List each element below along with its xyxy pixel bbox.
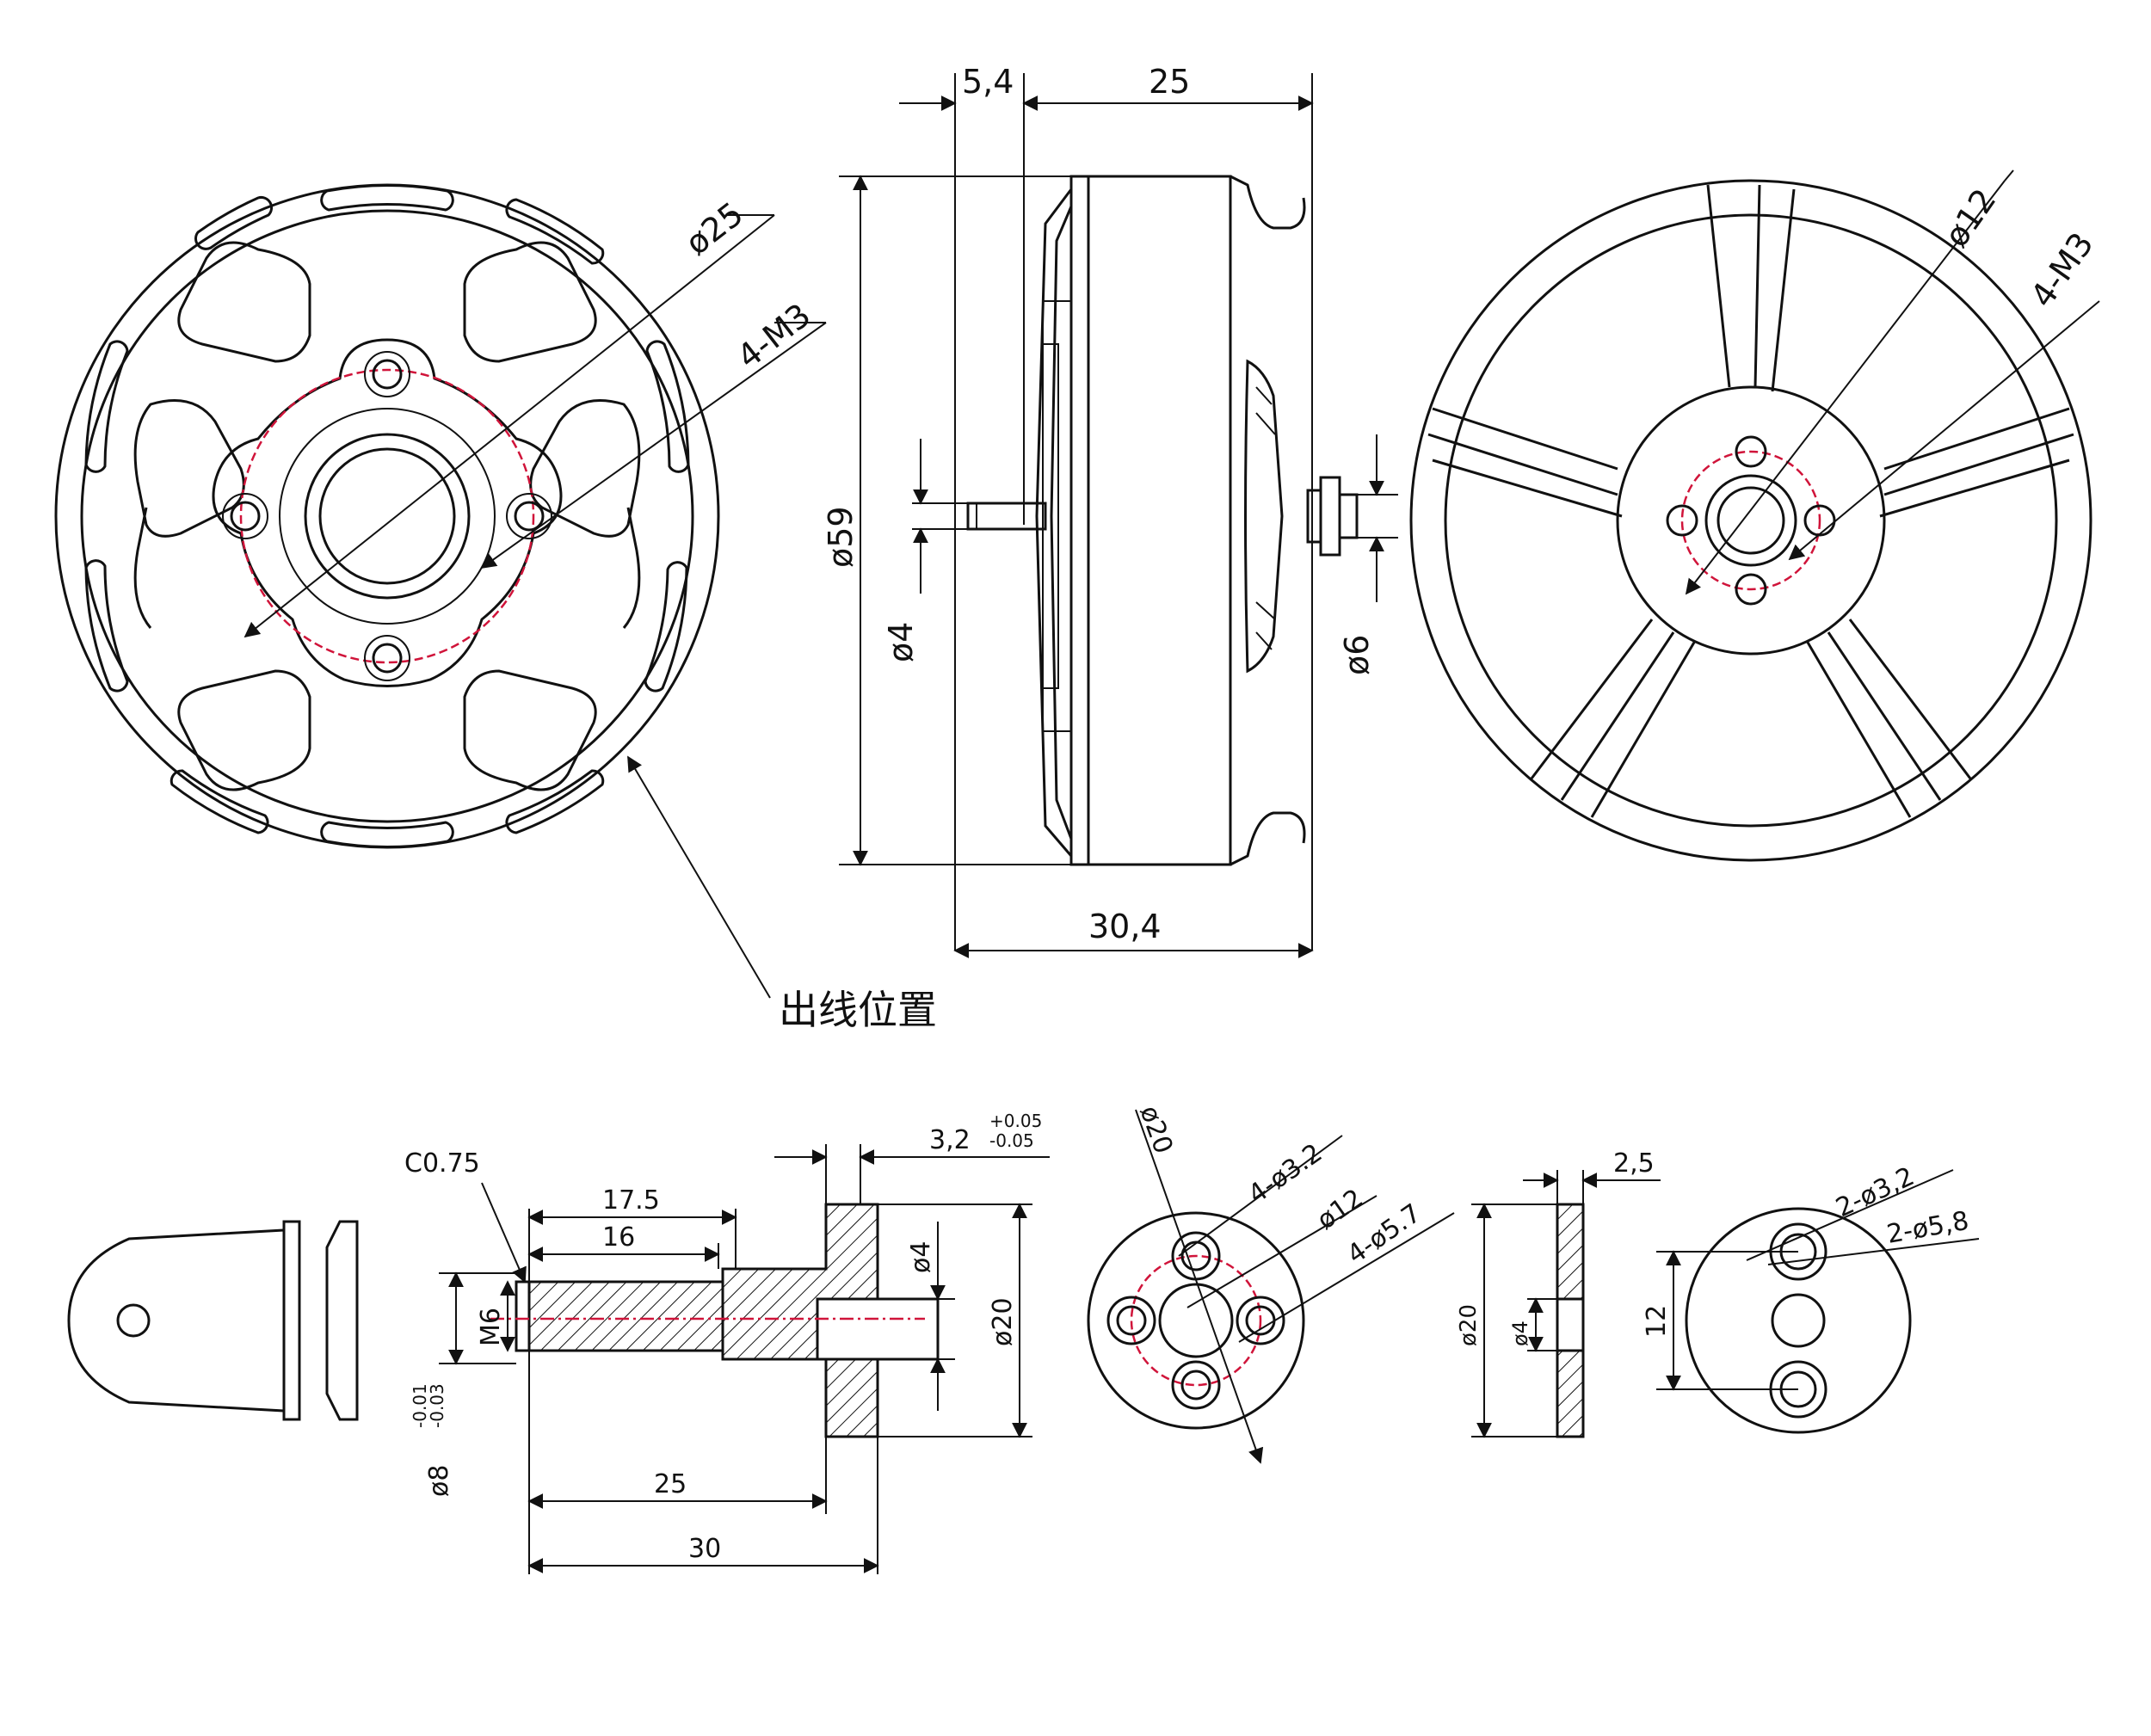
side-total-label: 30,4 bbox=[1088, 908, 1162, 945]
adapter-body-tol-up: -0.01 bbox=[410, 1383, 430, 1428]
adapter-thread-label: M6 bbox=[476, 1308, 506, 1346]
adapter-chamfer-label: C0.75 bbox=[404, 1148, 480, 1179]
adapter-len-b-label: 16 bbox=[602, 1222, 635, 1253]
side-shaft-label: ø4 bbox=[882, 622, 920, 662]
adapter-len-total-label: 30 bbox=[688, 1534, 721, 1564]
washer-d-label: ø20 bbox=[1456, 1304, 1482, 1346]
washer-bore-label: ø4 bbox=[1508, 1320, 1532, 1346]
front-view: ø25 4-M3 出线位置 bbox=[54, 183, 937, 1033]
adapter-body-d-label: ø8 bbox=[424, 1465, 454, 1497]
plate-holes-large-label: 2-ø5,8 bbox=[1884, 1206, 1971, 1250]
adapter-flange-t-label: 3,2 bbox=[929, 1125, 971, 1155]
spoke-windows bbox=[133, 241, 641, 791]
rear-spokes bbox=[1427, 184, 2074, 818]
adapter-len-c-label: 25 bbox=[654, 1469, 687, 1499]
rear-holes-label: 4-M3 bbox=[2023, 225, 2100, 314]
rear-view: ø12 4-M3 bbox=[1409, 169, 2101, 862]
adapter-flange-d-label: ø20 bbox=[988, 1297, 1018, 1346]
washer-t-label: 2,5 bbox=[1613, 1148, 1655, 1179]
washer: 2,5 ø20 ø4 bbox=[1456, 1148, 1661, 1438]
flange-center-label: ø12 bbox=[1312, 1183, 1369, 1235]
rim-slots bbox=[84, 184, 690, 848]
front-bore-label: ø25 bbox=[678, 194, 750, 262]
adapter-flange-tol-up: +0.05 bbox=[989, 1111, 1042, 1131]
plate-2hole: 12 2-ø3,2 2-ø5,8 bbox=[1642, 1161, 1980, 1434]
adapter-flange-tol-dn: -0.05 bbox=[989, 1130, 1034, 1151]
front-holes-label: 4-M3 bbox=[730, 296, 817, 376]
adapter-body-tol-dn: -0.03 bbox=[427, 1383, 447, 1428]
adapter-section: 17.5 16 C0.75 3,2 +0.05 -0.05 ø20 ø4 M6 … bbox=[404, 1111, 1050, 1574]
side-length-label: 25 bbox=[1149, 63, 1190, 101]
adapter-len-a-label: 17.5 bbox=[602, 1185, 660, 1216]
flange-outer-label: ø20 bbox=[1133, 1102, 1178, 1158]
side-rear-shaft-label: ø6 bbox=[1338, 635, 1376, 675]
side-thickness-label: 5,4 bbox=[962, 63, 1014, 101]
flange-4hole: ø20 4-ø3.2 ø12 4-ø5.7 bbox=[1087, 1102, 1455, 1464]
adapter-shaft-label: ø4 bbox=[906, 1241, 936, 1273]
plate-spacing-label: 12 bbox=[1642, 1305, 1672, 1338]
side-diameter-label: ø59 bbox=[822, 506, 860, 568]
prop-bullet bbox=[67, 1220, 359, 1421]
flange-holes-small-label: 4-ø3.2 bbox=[1243, 1138, 1328, 1210]
side-view: 5,4 25 ø59 ø4 ø6 30,4 bbox=[822, 63, 1398, 958]
wire-exit-label: 出线位置 bbox=[779, 987, 937, 1033]
plate-holes-small-label: 2-ø3,2 bbox=[1832, 1161, 1920, 1223]
